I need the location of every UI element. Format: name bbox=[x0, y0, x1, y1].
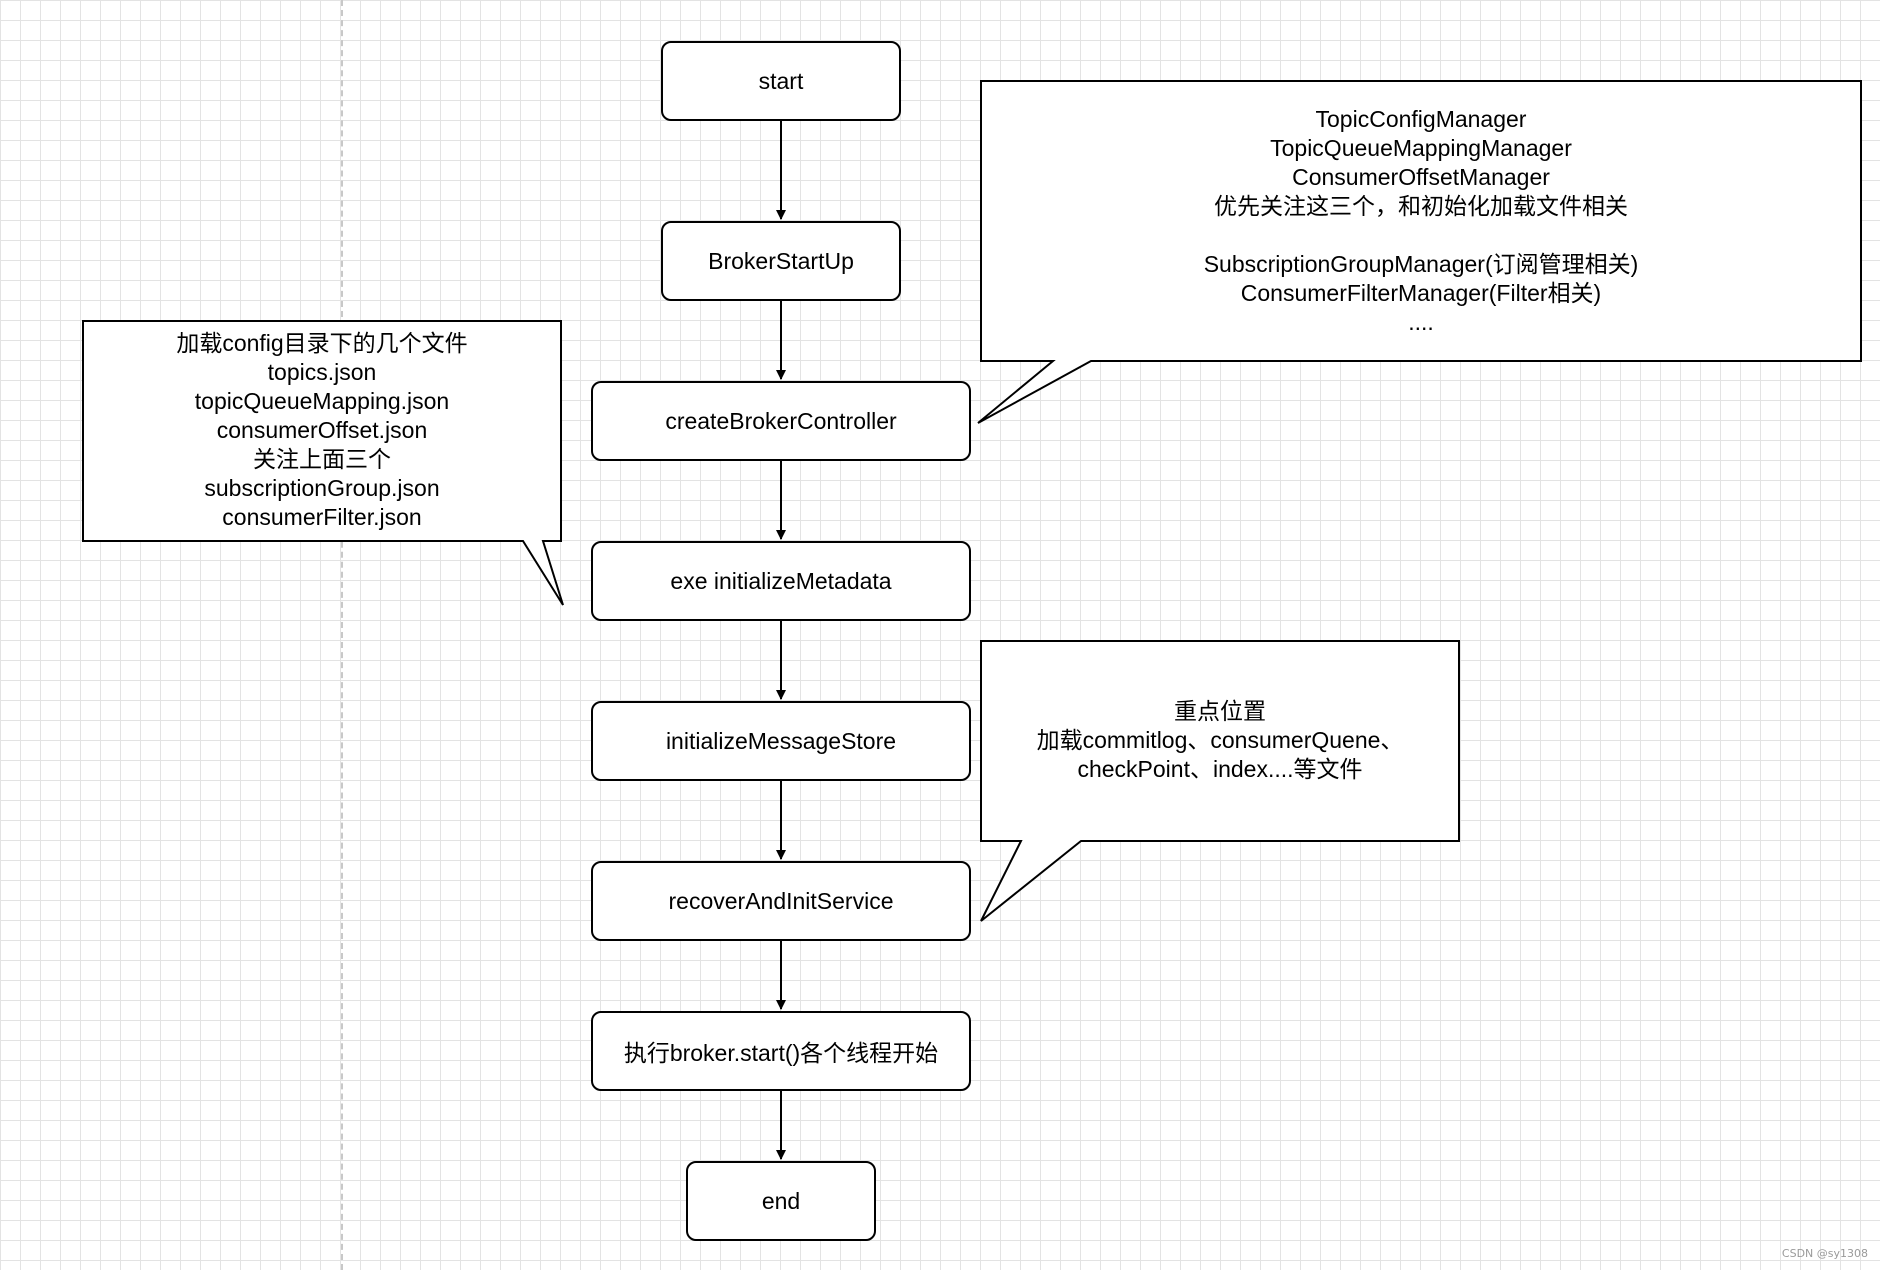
managers-note-line: ConsumerOffsetManager bbox=[1292, 164, 1550, 190]
config-files-note-line: consumerOffset.json bbox=[216, 417, 428, 443]
initialize-message-store-node[interactable]: initializeMessageStore bbox=[591, 701, 971, 781]
managers-note-line: SubscriptionGroupManager(订阅管理相关) bbox=[1203, 251, 1639, 277]
recover-and-init-service-node[interactable]: recoverAndInitService bbox=[591, 861, 971, 941]
managers-note-line: 优先关注这三个，和初始化加载文件相关 bbox=[1214, 193, 1628, 219]
callout-managers-shape bbox=[977, 80, 1862, 424]
config-files-note: 加载config目录下的几个文件 topics.json topicQueueM… bbox=[83, 329, 561, 532]
key-point-note-line: 重点位置 bbox=[1174, 698, 1266, 724]
managers-note-line: TopicConfigManager bbox=[1315, 106, 1527, 132]
key-point-note: 重点位置 加载commitlog、consumerQuene、 checkPoi… bbox=[981, 697, 1459, 784]
config-files-note-line: topics.json bbox=[267, 359, 377, 385]
watermark: CSDN @sy1308 bbox=[1781, 1247, 1868, 1260]
managers-note-line: ConsumerFilterManager(Filter相关) bbox=[1240, 280, 1602, 306]
create-broker-controller-node[interactable]: createBrokerController bbox=[591, 381, 971, 461]
key-point-note-line: checkPoint、index....等文件 bbox=[1077, 756, 1363, 782]
initialize-metadata-node[interactable]: exe initializeMetadata bbox=[591, 541, 971, 621]
broker-start-node[interactable]: 执行broker.start()各个线程开始 bbox=[591, 1011, 971, 1091]
config-files-note-line: 加载config目录下的几个文件 bbox=[176, 330, 468, 356]
key-point-note-line: 加载commitlog、consumerQuene、 bbox=[1036, 727, 1404, 753]
managers-note-line: TopicQueueMappingManager bbox=[1270, 135, 1572, 161]
callout-key-point-shape bbox=[980, 640, 1460, 922]
start-node[interactable]: start bbox=[661, 41, 901, 121]
managers-note-line: .... bbox=[1408, 309, 1434, 335]
config-files-note-line: consumerFilter.json bbox=[222, 504, 422, 530]
config-files-note-line: topicQueueMapping.json bbox=[194, 388, 450, 414]
managers-note: TopicConfigManager TopicQueueMappingMana… bbox=[981, 105, 1861, 337]
dashed-guide-line bbox=[341, 0, 343, 1270]
broker-start-up-node[interactable]: BrokerStartUp bbox=[661, 221, 901, 301]
config-files-note-line: 关注上面三个 bbox=[253, 446, 391, 472]
callout-config-files-shape bbox=[82, 320, 564, 606]
config-files-note-line: subscriptionGroup.json bbox=[204, 475, 440, 501]
end-node[interactable]: end bbox=[686, 1161, 876, 1241]
